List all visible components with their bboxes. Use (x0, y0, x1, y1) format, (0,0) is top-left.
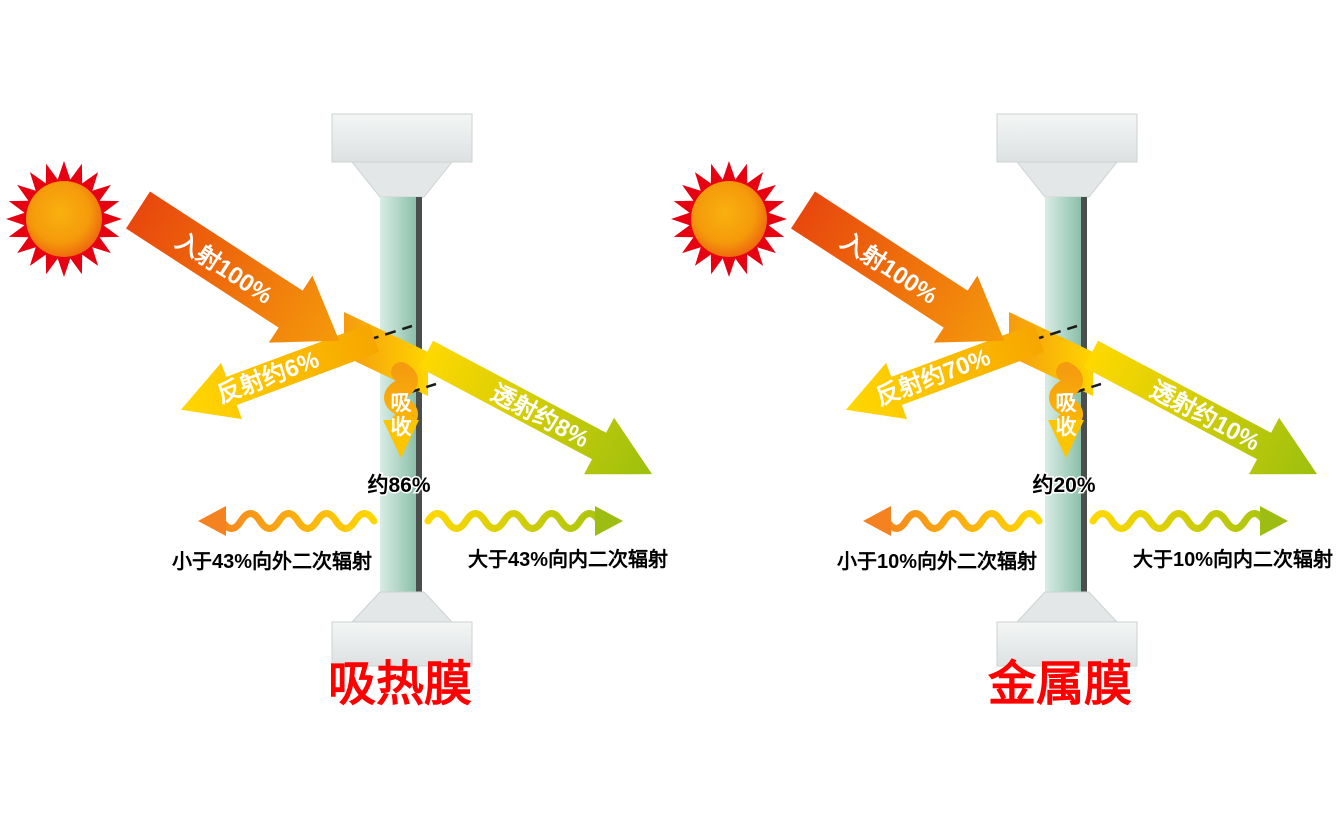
secondary-inward-label: 大于43%向内二次辐射 (468, 547, 668, 571)
panel-artwork (6, 114, 667, 666)
absorb-value: 约20% (1032, 473, 1095, 497)
secondary-inward-label: 大于10%向内二次辐射 (1133, 547, 1333, 571)
secondary-outward-label: 小于43%向外二次辐射 (172, 549, 372, 573)
absorb-label-char1: 吸 (1056, 392, 1078, 415)
secondary-outward-label: 小于10%向外二次辐射 (837, 549, 1037, 573)
panel-heat-absorbing-film: 入射100% 反射约6% 透射约8% 吸 收 约86% 小于43%向外二次辐射 … (6, 114, 668, 711)
panel-artwork (671, 114, 1332, 666)
transmit-arrow-label: 透射约8% (486, 379, 593, 454)
panel-title: 金属膜 (987, 658, 1132, 711)
absorb-value: 约86% (367, 473, 430, 497)
absorb-label-char1: 吸 (391, 392, 413, 415)
absorb-label-char2: 收 (1056, 415, 1077, 439)
absorb-label-char2: 收 (391, 415, 412, 439)
transmit-arrow-label: 透射约10% (1145, 375, 1264, 456)
panel-title: 吸热膜 (328, 658, 472, 711)
reflect-arrow-label: 反射约6% (213, 345, 323, 409)
panel-metal-film: 入射100% 反射约70% 透射约10% 吸 收 约20% 小于10%向外二次辐… (671, 114, 1333, 711)
